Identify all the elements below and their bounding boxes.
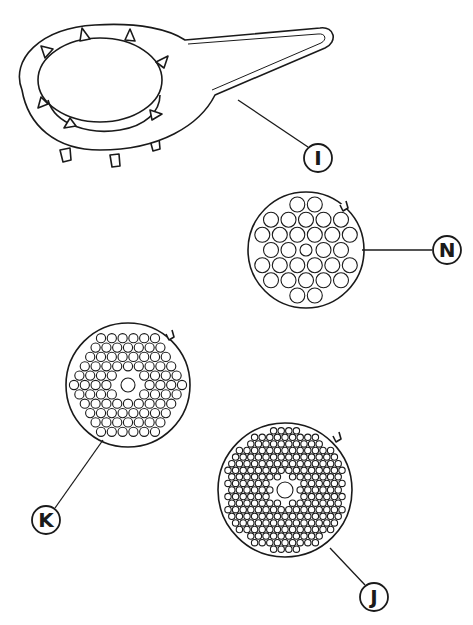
callout-circle: [32, 144, 461, 611]
callout-letter: J: [361, 584, 387, 610]
callout-letter: I: [305, 145, 331, 171]
plate-wrench: [19, 24, 333, 167]
plate-medium: [66, 323, 190, 447]
plate-coarse: [248, 192, 364, 308]
leader-line: [55, 100, 432, 585]
callout-letter: K: [33, 507, 59, 533]
callout-letter: N: [434, 237, 460, 263]
plate-fine: [218, 423, 352, 557]
